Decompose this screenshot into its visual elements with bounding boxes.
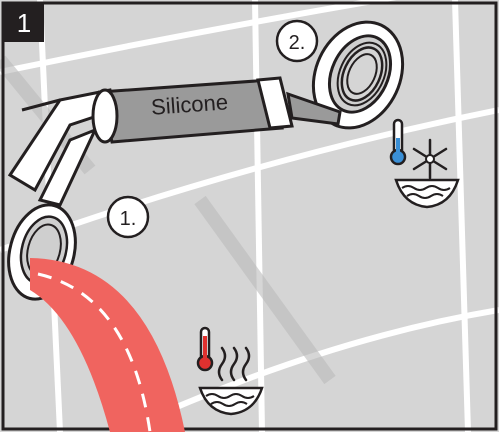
- badge-circle-1: [106, 195, 150, 239]
- upper-connection: [311, 20, 405, 130]
- caulking-gun: [7, 76, 342, 207]
- step-badge-1: 1.: [120, 208, 137, 230]
- badge-circle-2: [275, 19, 319, 63]
- step-number-badge: 1: [4, 4, 44, 42]
- cartridge-label: Silicone: [150, 89, 229, 119]
- hose: [30, 258, 185, 432]
- cold-water-icon: [389, 118, 460, 209]
- step-badge-2: 2.: [289, 32, 306, 54]
- hot-water-icon: [196, 326, 264, 416]
